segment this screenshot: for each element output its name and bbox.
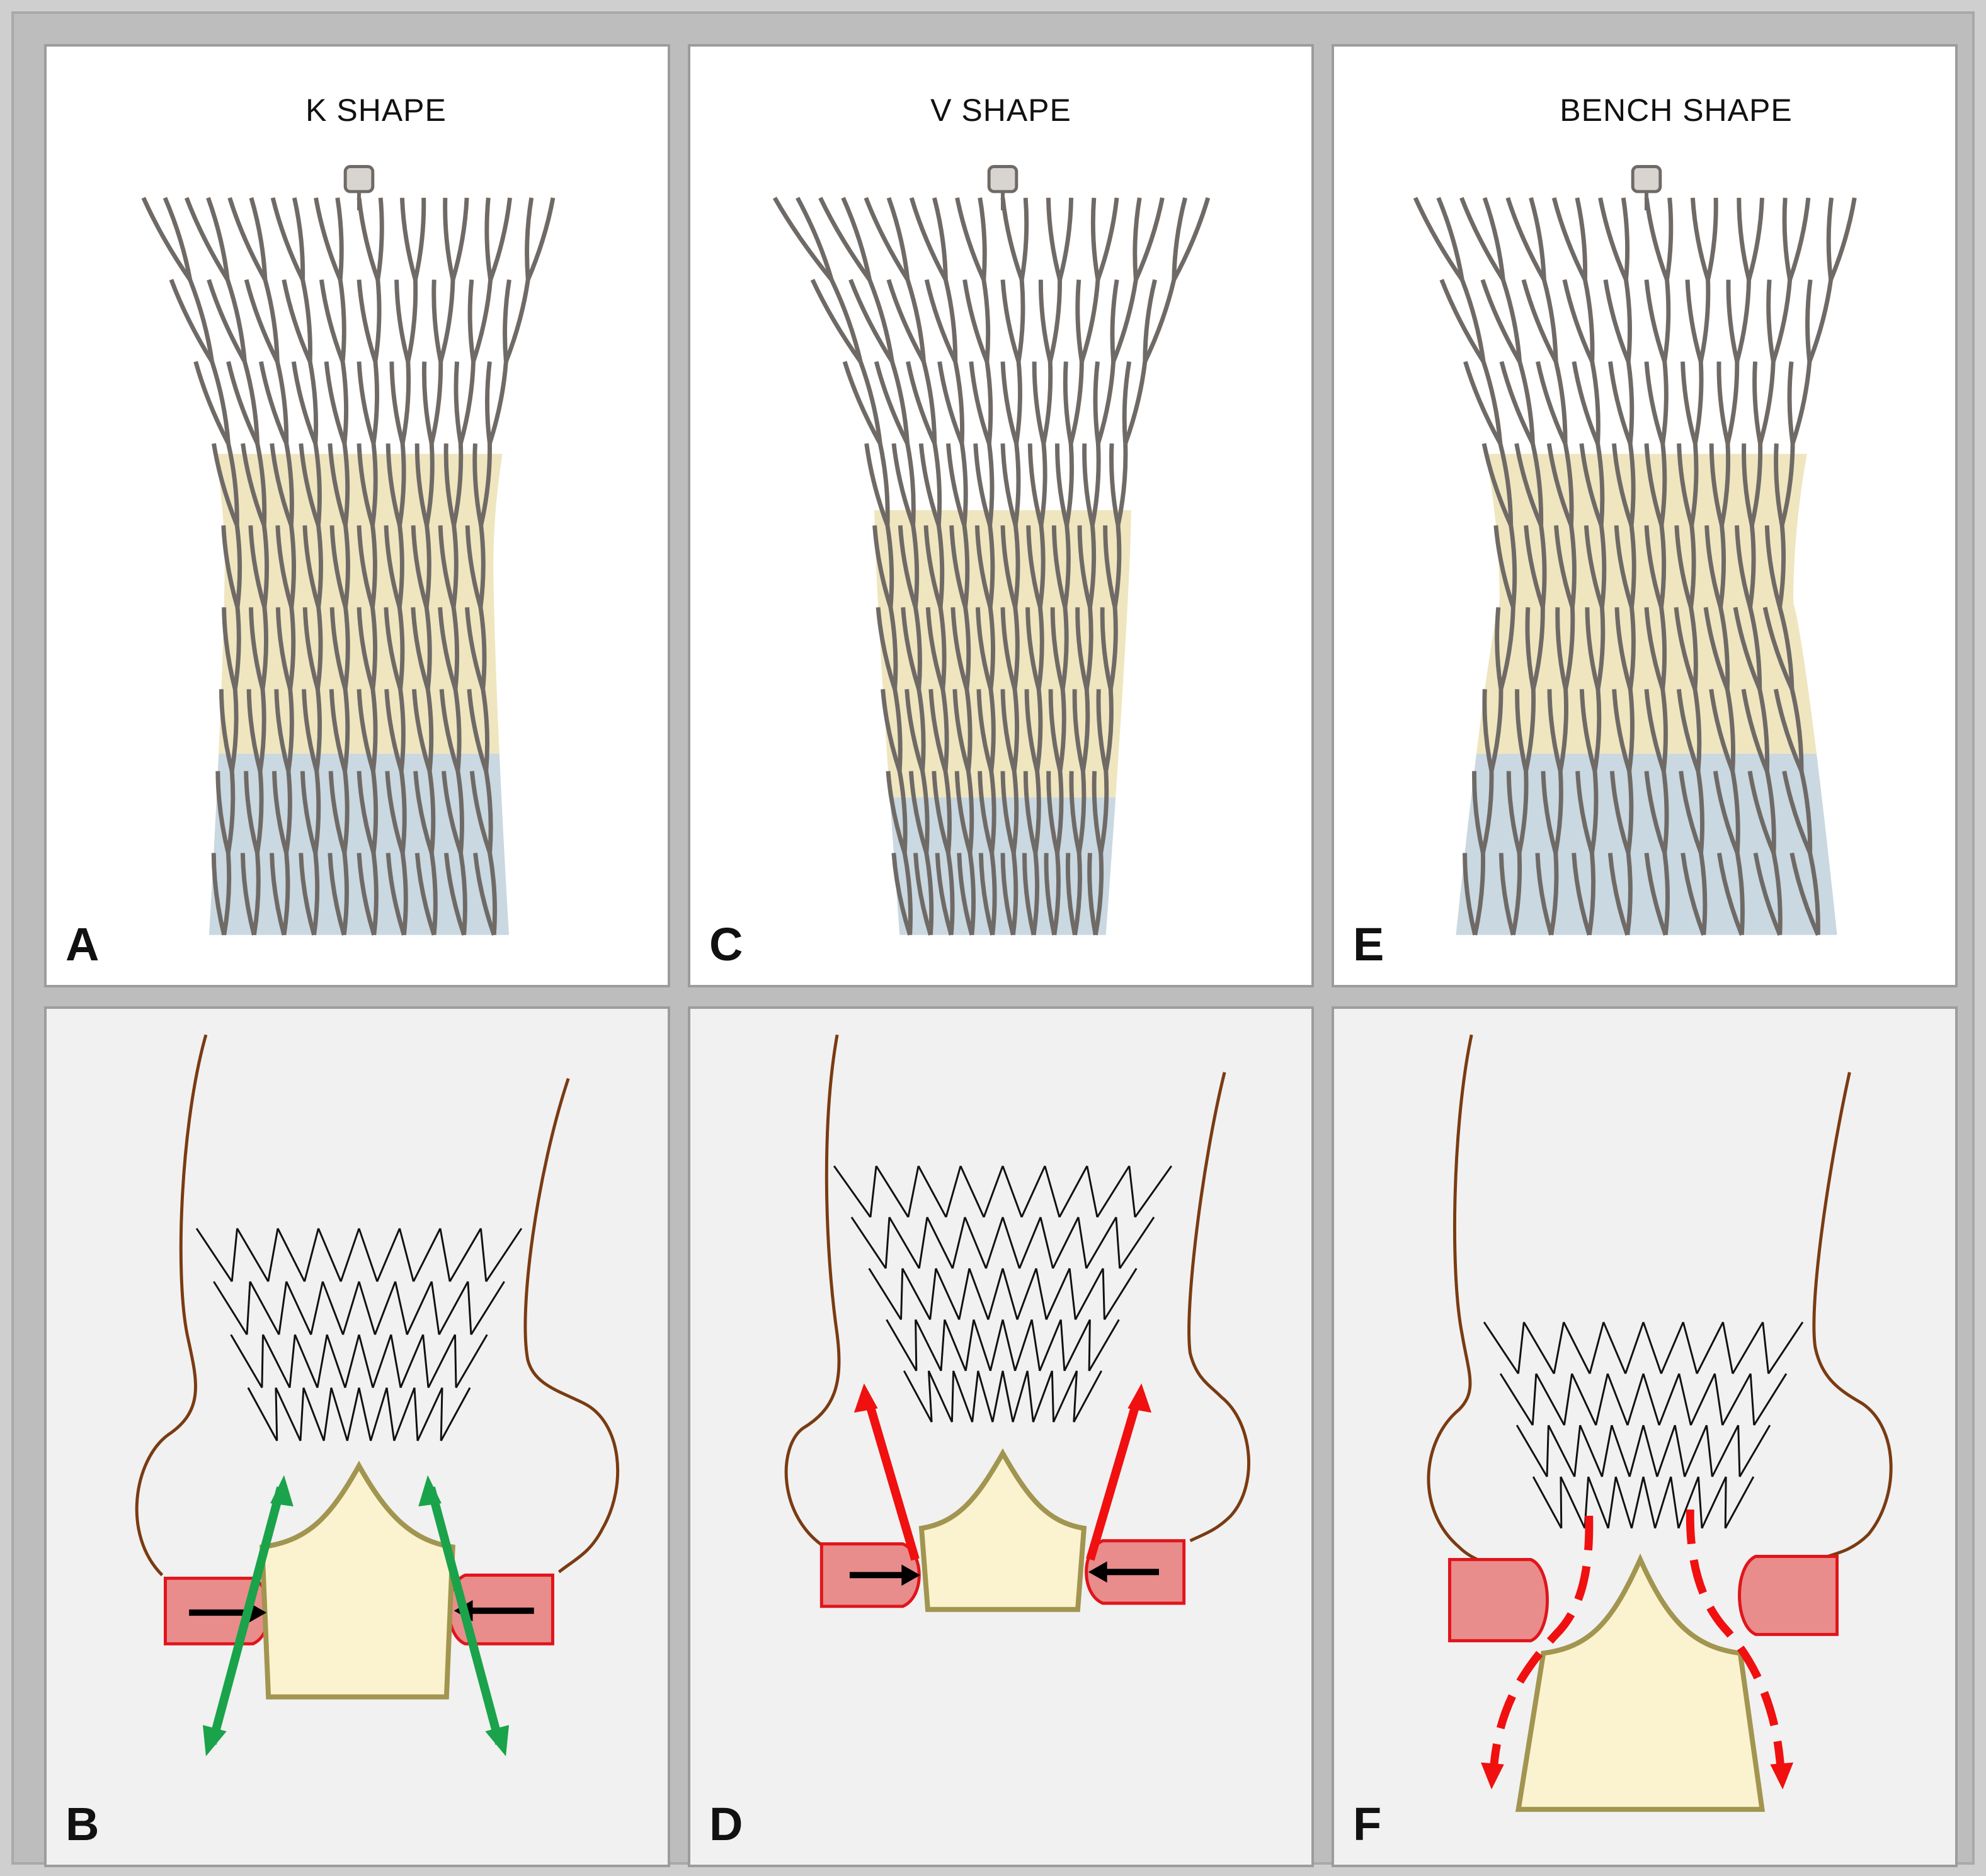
valve-leaflet-skirt xyxy=(918,1448,1087,1612)
panel-e: BENCH SHAPE E xyxy=(1332,44,1958,987)
aortic-wall-left xyxy=(135,1034,208,1576)
valve-photo-bench-shape xyxy=(1413,165,1857,936)
valve-photo-k-shape xyxy=(141,165,556,936)
force-arrow-green-left xyxy=(202,1475,294,1756)
valve-leaflet-skirt xyxy=(260,1460,455,1700)
inner-skirt xyxy=(1476,453,1817,754)
figure-frame: K SHAPE A V SHAPE C BENCH SHAPE E xyxy=(11,11,1975,1867)
aortic-wall-left xyxy=(1427,1034,1492,1567)
panel-d: D xyxy=(688,1006,1314,1867)
nitinol-frame xyxy=(772,196,1211,936)
panel-c-title: V SHAPE xyxy=(930,93,1071,128)
schematic-v-shape xyxy=(784,1034,1251,1612)
stent-frame xyxy=(1483,1321,1804,1529)
compression-arrow-left xyxy=(849,1564,921,1586)
aortic-wall-right xyxy=(1187,1072,1251,1542)
nitinol-frame xyxy=(1413,196,1857,936)
panel-d-letter: D xyxy=(709,1798,743,1850)
loading-tab xyxy=(1631,165,1662,193)
valve-photo-v-shape xyxy=(772,165,1211,936)
panel-f-letter: F xyxy=(1353,1798,1382,1850)
panel-b-letter: B xyxy=(66,1798,100,1850)
native-valve-leaflet-right xyxy=(1738,1554,1839,1636)
force-arrow-red-right xyxy=(1086,1383,1152,1561)
panel-a: K SHAPE A xyxy=(44,44,670,987)
valve-k-shape xyxy=(141,165,556,936)
aortic-wall-right xyxy=(523,1077,620,1574)
valve-bench-shape xyxy=(1413,165,1857,936)
loading-tab xyxy=(343,165,375,193)
loading-tab xyxy=(987,165,1019,193)
force-arrow-red-left xyxy=(853,1383,920,1561)
leak-arrow-red-left xyxy=(1481,1515,1594,1790)
schematic-k-shape xyxy=(135,1034,620,1756)
native-valve-leaflet-left xyxy=(1448,1557,1549,1642)
aortic-wall-left xyxy=(784,1034,841,1549)
leak-arrow-red-right xyxy=(1686,1509,1794,1790)
aortic-wall-right xyxy=(1812,1072,1893,1558)
panel-a-letter: A xyxy=(66,918,100,970)
panel-c: V SHAPE C xyxy=(688,44,1314,987)
stent-frame xyxy=(195,1227,523,1441)
valve-v-shape xyxy=(772,165,1211,936)
panel-c-letter: C xyxy=(709,918,743,970)
stent-frame xyxy=(833,1165,1173,1423)
valve-leaflet-skirt xyxy=(1515,1553,1766,1812)
panel-e-letter: E xyxy=(1353,918,1384,970)
compression-arrow-right xyxy=(1088,1561,1159,1583)
nitinol-frame xyxy=(141,196,556,936)
panel-a-title: K SHAPE xyxy=(305,93,447,128)
panel-e-title: BENCH SHAPE xyxy=(1560,93,1793,128)
panel-b: B xyxy=(44,1006,670,1867)
schematic-bench-shape xyxy=(1427,1034,1893,1812)
panel-f: F xyxy=(1332,1006,1958,1867)
force-arrow-green-right xyxy=(418,1475,510,1756)
